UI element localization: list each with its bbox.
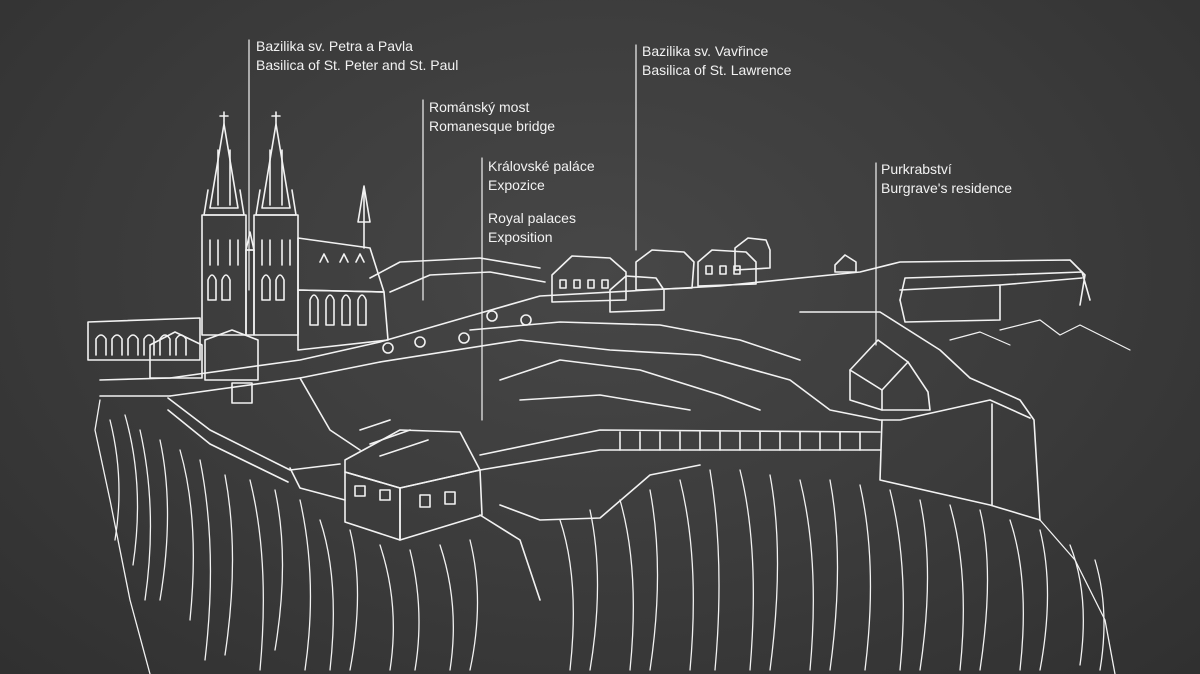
label-burgrave-cz: Purkrabství: [881, 161, 952, 177]
fortress-walls-drawing: [99, 259, 1091, 601]
label-basilica-lawrence-cz: Bazilika sv. Vavřince: [642, 43, 769, 59]
label-basilica-lawrence-en: Basilica of St. Lawrence: [642, 62, 792, 78]
label-basilica-peter-paul: Bazilika sv. Petra a Pavla Basilica of S…: [256, 37, 458, 75]
label-royal-palaces-cz2: Expozice: [488, 177, 545, 193]
rock-cliff-hatching: [94, 399, 1116, 674]
city-skyline-drawing: [949, 319, 1131, 351]
label-royal-palaces-cz: Královské paláce: [488, 158, 595, 174]
label-burgrave-en: Burgrave's residence: [881, 180, 1013, 196]
royal-palaces-drawing: [369, 237, 857, 354]
leader-lines: [248, 39, 877, 421]
label-romanesque-bridge-cz: Románský most: [429, 99, 530, 115]
label-royal-palaces: Královské paláce Expozice Royal palaces …: [488, 157, 595, 247]
label-royal-palaces-en2: Exposition: [488, 229, 553, 245]
label-basilica-peter-paul-en: Basilica of St. Peter and St. Paul: [256, 57, 459, 73]
label-basilica-lawrence: Bazilika sv. Vavřince Basilica of St. La…: [642, 42, 791, 80]
label-basilica-peter-paul-cz: Bazilika sv. Petra a Pavla: [256, 38, 413, 54]
label-royal-palaces-en: Royal palaces: [488, 210, 576, 226]
basilica-peter-paul-drawing: [87, 111, 389, 404]
label-romanesque-bridge: Románský most Romanesque bridge: [429, 98, 555, 136]
label-romanesque-bridge-en: Romanesque bridge: [429, 118, 556, 134]
label-burgrave: Purkrabství Burgrave's residence: [881, 160, 1012, 198]
